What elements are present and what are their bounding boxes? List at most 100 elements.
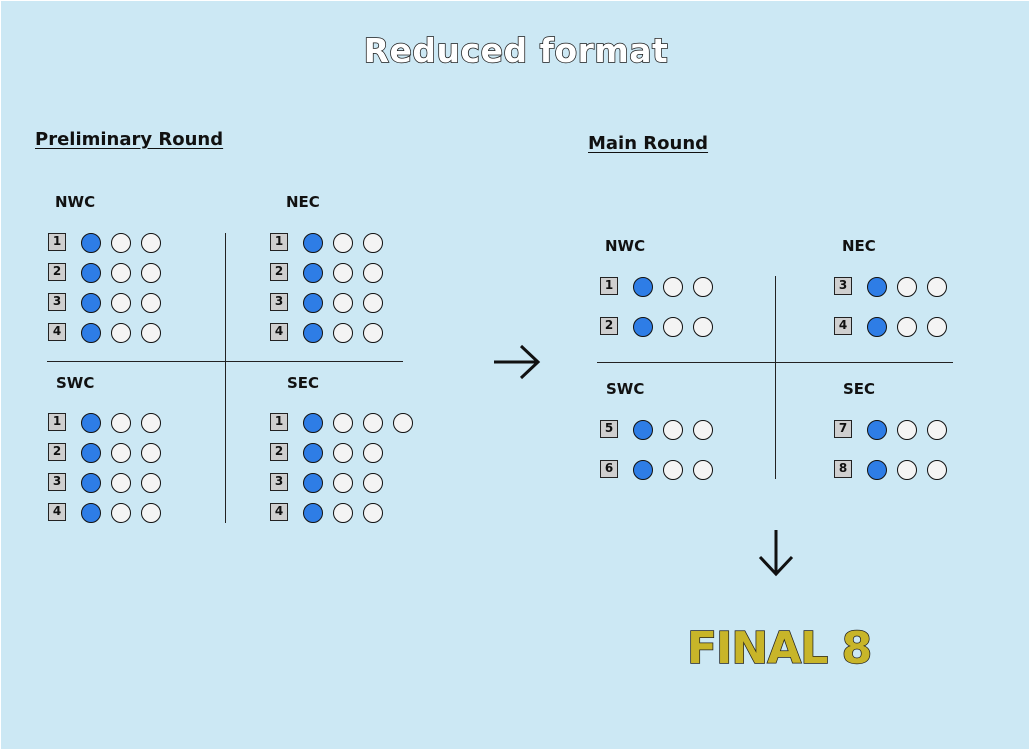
empty-circle [693, 460, 713, 480]
empty-circle [141, 323, 161, 343]
empty-circle [363, 293, 383, 313]
empty-circle [141, 233, 161, 253]
seed-badge: 4 [270, 323, 288, 341]
empty-circle [663, 317, 683, 337]
seed-badge: 8 [834, 460, 852, 478]
empty-circle [333, 293, 353, 313]
empty-circle [363, 233, 383, 253]
empty-circle [897, 420, 917, 440]
filled-circle [81, 233, 101, 253]
prelim-horizontal-divider [47, 361, 403, 362]
empty-circle [663, 277, 683, 297]
empty-circle [927, 277, 947, 297]
diagram-title: Reduced format [363, 30, 669, 71]
prelim-group-label-nec: NEC [286, 193, 320, 211]
main-horizontal-divider [597, 362, 953, 363]
empty-circle [333, 263, 353, 283]
filled-circle [303, 473, 323, 493]
empty-circle [897, 277, 917, 297]
empty-circle [663, 420, 683, 440]
filled-circle [867, 277, 887, 297]
empty-circle [363, 323, 383, 343]
filled-circle [81, 503, 101, 523]
right-arrow-icon [494, 344, 541, 380]
filled-circle [81, 263, 101, 283]
filled-circle [303, 293, 323, 313]
empty-circle [363, 413, 383, 433]
empty-circle [141, 473, 161, 493]
seed-badge: 3 [48, 293, 66, 311]
empty-circle [693, 317, 713, 337]
seed-badge: 4 [48, 323, 66, 341]
seed-badge: 4 [834, 317, 852, 335]
filled-circle [303, 503, 323, 523]
empty-circle [141, 263, 161, 283]
down-arrow-icon [758, 530, 794, 577]
empty-circle [111, 443, 131, 463]
empty-circle [927, 317, 947, 337]
empty-circle [393, 413, 413, 433]
empty-circle [333, 503, 353, 523]
main-vertical-divider [775, 276, 776, 479]
filled-circle [867, 317, 887, 337]
filled-circle [303, 233, 323, 253]
seed-badge: 1 [270, 413, 288, 431]
prelim-group-label-swc: SWC [56, 374, 95, 392]
seed-badge: 2 [600, 317, 618, 335]
seed-badge: 1 [270, 233, 288, 251]
seed-badge: 2 [48, 263, 66, 281]
seed-badge: 1 [600, 277, 618, 295]
seed-badge: 7 [834, 420, 852, 438]
seed-badge: 2 [270, 263, 288, 281]
filled-circle [633, 420, 653, 440]
filled-circle [867, 420, 887, 440]
empty-circle [111, 503, 131, 523]
seed-badge: 3 [48, 473, 66, 491]
main-round-heading: Main Round [588, 133, 709, 154]
empty-circle [111, 233, 131, 253]
empty-circle [363, 443, 383, 463]
main-group-label-sec: SEC [843, 380, 876, 398]
empty-circle [111, 413, 131, 433]
empty-circle [693, 420, 713, 440]
empty-circle [141, 293, 161, 313]
filled-circle [633, 317, 653, 337]
empty-circle [693, 277, 713, 297]
empty-circle [111, 263, 131, 283]
empty-circle [111, 323, 131, 343]
empty-circle [897, 460, 917, 480]
seed-badge: 4 [270, 503, 288, 521]
empty-circle [333, 323, 353, 343]
seed-badge: 1 [48, 233, 66, 251]
seed-badge: 3 [270, 293, 288, 311]
seed-badge: 5 [600, 420, 618, 438]
prelim-group-label-sec: SEC [287, 374, 320, 392]
empty-circle [333, 443, 353, 463]
filled-circle [81, 473, 101, 493]
filled-circle [81, 413, 101, 433]
empty-circle [111, 473, 131, 493]
seed-badge: 3 [270, 473, 288, 491]
prelim-group-label-nwc: NWC [55, 193, 96, 211]
empty-circle [663, 460, 683, 480]
filled-circle [633, 277, 653, 297]
empty-circle [363, 503, 383, 523]
empty-circle [333, 473, 353, 493]
empty-circle [927, 460, 947, 480]
filled-circle [303, 263, 323, 283]
empty-circle [363, 263, 383, 283]
empty-circle [111, 293, 131, 313]
empty-circle [927, 420, 947, 440]
main-group-label-nwc: NWC [605, 237, 646, 255]
empty-circle [333, 233, 353, 253]
seed-badge: 3 [834, 277, 852, 295]
seed-badge: 6 [600, 460, 618, 478]
filled-circle [81, 293, 101, 313]
seed-badge: 2 [270, 443, 288, 461]
main-group-label-swc: SWC [606, 380, 645, 398]
preliminary-round-heading: Preliminary Round [35, 129, 224, 150]
filled-circle [303, 413, 323, 433]
empty-circle [897, 317, 917, 337]
filled-circle [303, 443, 323, 463]
filled-circle [633, 460, 653, 480]
